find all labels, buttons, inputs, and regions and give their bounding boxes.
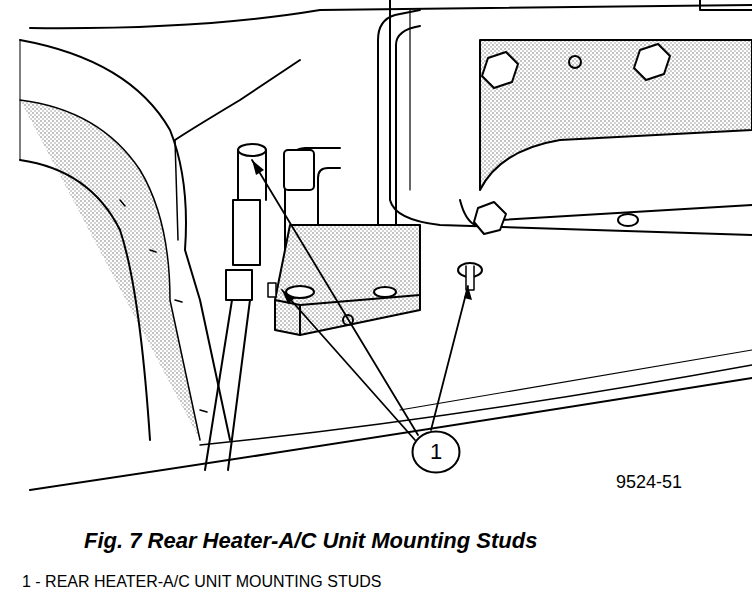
figure-caption: Fig. 7 Rear Heater-A/C Unit Mounting Stu…: [84, 528, 537, 554]
callout-number: 1: [411, 430, 461, 474]
callout-circle: 1: [411, 430, 461, 474]
legend-key: 1 - REAR HEATER-A/C UNIT MOUNTING STUDS: [22, 573, 381, 591]
figure-number: 9524-51: [616, 472, 682, 493]
